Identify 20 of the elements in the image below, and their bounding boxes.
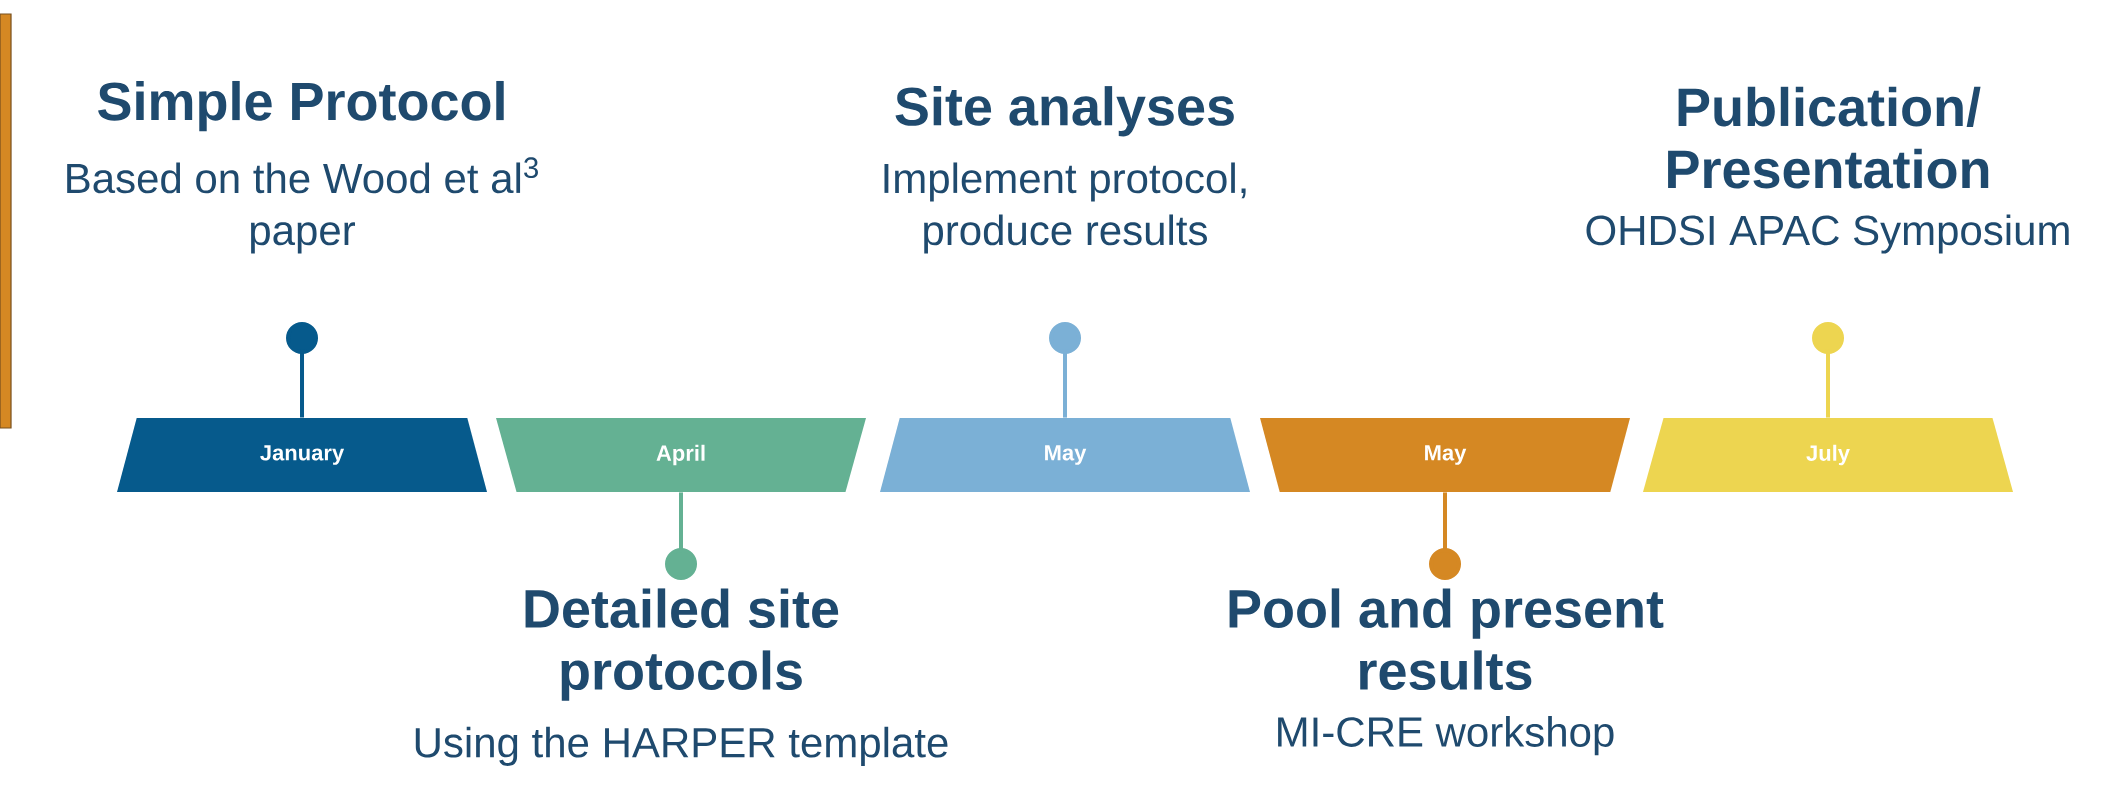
connector-line [1812,322,1844,418]
milestone-title: Pool and present results [1229,588,1664,691]
milestone-description: MI-CRE workshop [1278,716,1614,756]
connector-line [1429,492,1461,580]
connector-line [1049,322,1081,418]
connector-line [286,322,318,418]
milestone-title: Detailed site protocols [525,588,839,701]
milestone-title: Simple Protocol [98,80,504,132]
month-banner: July [1643,418,2013,492]
month-banner: May [880,418,1250,492]
milestone-description: Based on the Wood et al$^{3}$ paper [67,157,538,254]
month-banner: May [1260,418,1630,492]
month-banner: January [117,418,487,492]
connector-line [665,492,697,580]
milestone-description: OHDSI APAC Symposium [1586,214,2069,254]
milestone-description: Implement protocol, produce results [884,162,1246,254]
milestone-title: Publication/ Presentation [1668,86,1989,189]
milestone-title: Site analyses [895,86,1234,137]
month-banner: April [496,418,866,492]
milestone-description: Using the HARPER template [415,726,948,766]
